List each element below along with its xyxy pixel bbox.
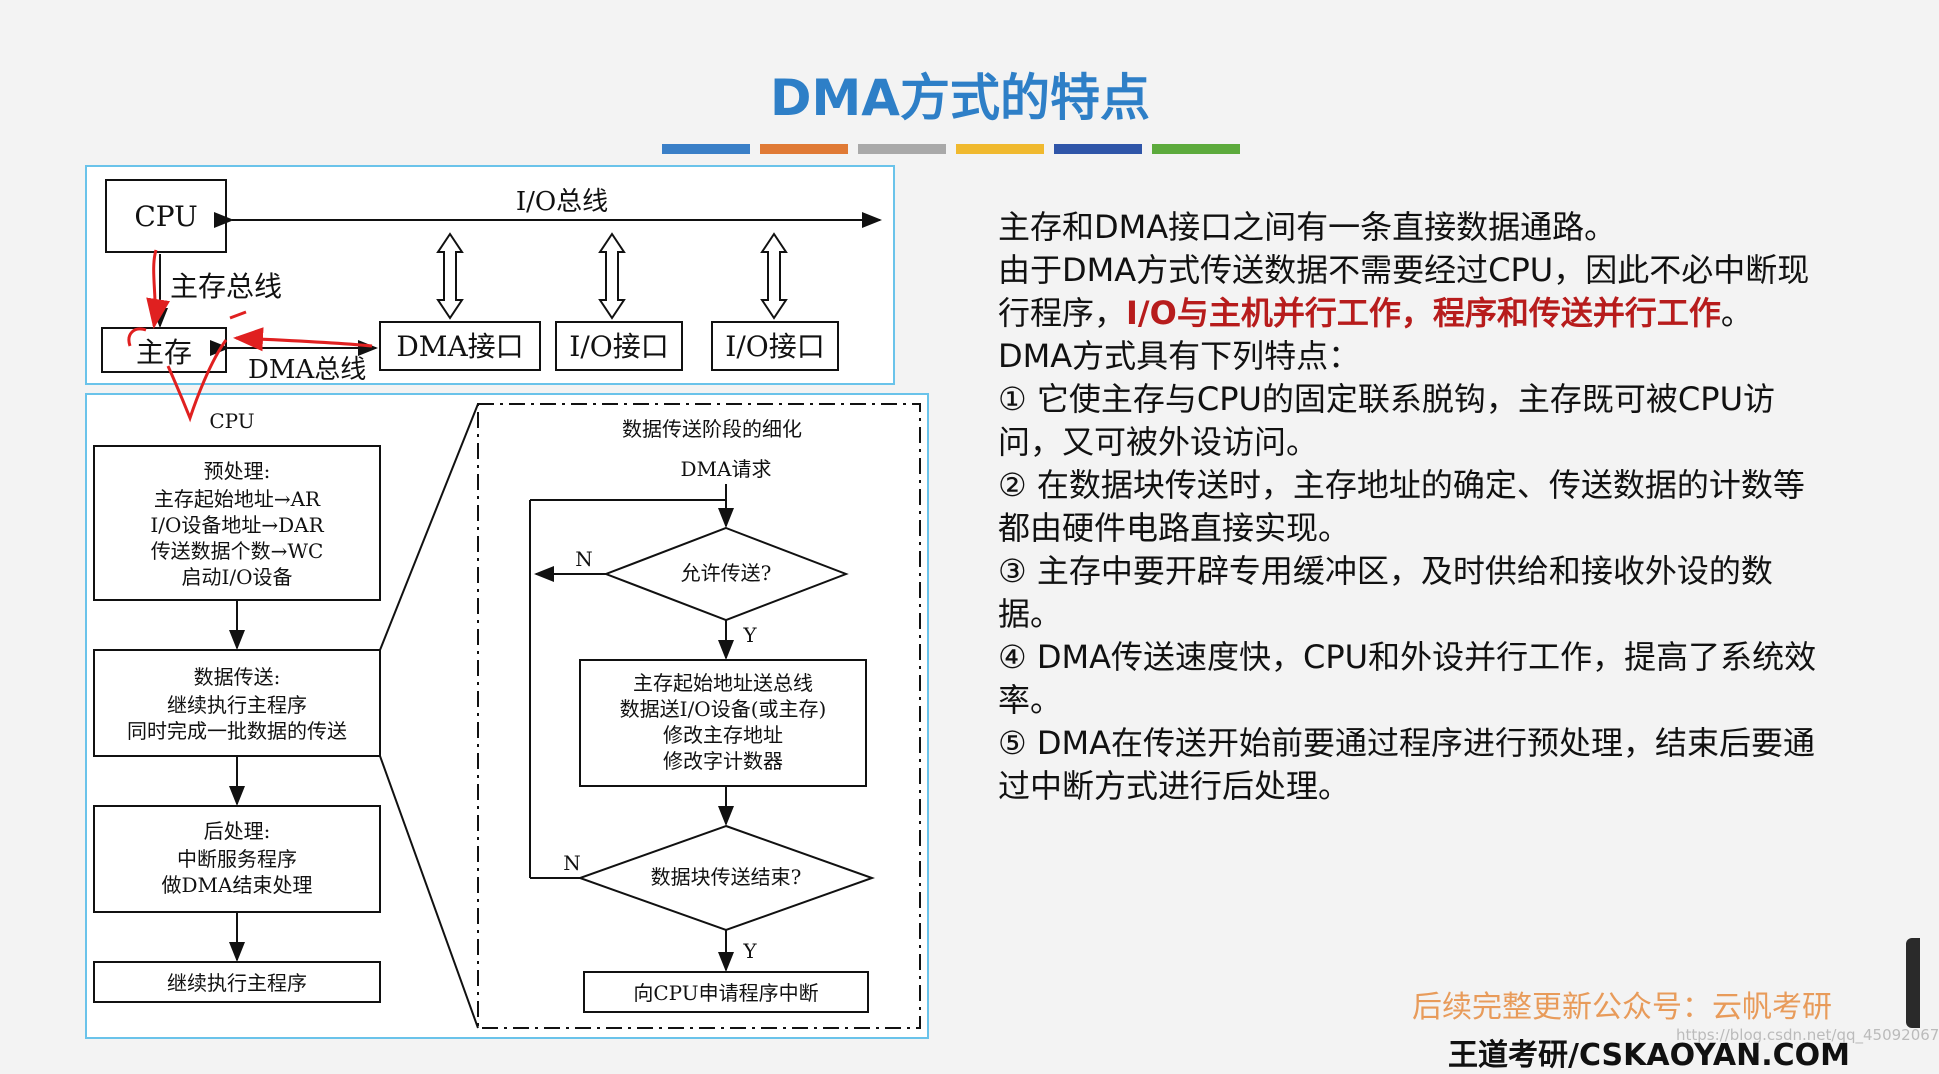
cpu-box <box>105 179 227 253</box>
preprocess-title: 预处理: <box>204 459 271 483</box>
bus-connectors <box>436 232 788 320</box>
feature-item: ① 它使主存与CPU的固定联系脱钩，主存既可被CPU访问，又可被外设访问。 <box>998 380 1775 461</box>
highlight-text: I/O与主机并行工作，程序和传送并行工作 <box>1126 294 1721 332</box>
feature-item: ⑤ DMA在传送开始前要通过程序进行预处理，结束后要通过中断方式进行后处理。 <box>998 724 1816 805</box>
io-interface-label: I/O接口 <box>725 330 824 363</box>
preprocess-line: I/O设备地址→DAR <box>150 513 324 537</box>
footer-promo: 后续完整更新公众号：云帆考研 <box>1412 990 1832 1025</box>
feature-item: ④ DMA传送速度快，CPU和外设并行工作，提高了系统效率。 <box>998 638 1817 719</box>
color-bar <box>858 144 946 154</box>
memory-label: 主存 <box>136 336 192 369</box>
cpu-label: CPU <box>134 200 197 233</box>
transfer-title: 数据传送: <box>194 665 281 689</box>
dma-request-label: DMA请求 <box>681 457 772 481</box>
preprocess-line: 传送数据个数→WC <box>151 539 324 563</box>
step-line: 主存起始地址送总线 <box>633 671 813 695</box>
expand-line <box>379 403 479 651</box>
preprocess-line: 启动I/O设备 <box>181 565 292 589</box>
color-bar <box>760 144 848 154</box>
color-bar <box>662 144 750 154</box>
transfer-line: 同时完成一批数据的传送 <box>127 719 347 743</box>
block-end-label: 数据块传送结束? <box>651 865 802 889</box>
allow-label: 允许传送? <box>681 561 772 585</box>
postprocess-box <box>93 805 381 913</box>
red-annotation <box>127 249 373 423</box>
io-bus-label: I/O总线 <box>516 187 608 217</box>
paragraph: DMA方式具有下列特点： <box>998 337 1361 375</box>
io-interface-box <box>711 321 839 371</box>
detail-frame <box>477 403 921 1029</box>
color-bars <box>662 144 1240 154</box>
continue-box <box>93 961 381 1003</box>
interrupt-box <box>583 971 869 1013</box>
main-bus-label: 主存总线 <box>170 270 282 303</box>
step-line: 修改主存地址 <box>663 723 783 747</box>
paragraph: 由于DMA方式传送数据不需要经过CPU，因此不必中断现行程序，I/O与主机并行工… <box>998 249 1828 335</box>
dma-interface-label: DMA接口 <box>396 330 523 363</box>
dma-bus-label: DMA总线 <box>248 355 366 385</box>
step-line: 修改字计数器 <box>663 749 783 773</box>
transfer-line: 继续执行主程序 <box>167 693 307 717</box>
color-bar <box>1054 144 1142 154</box>
continue-label: 继续执行主程序 <box>167 971 307 995</box>
expand-line <box>379 755 479 1029</box>
slide-title: DMA方式的特点 <box>770 69 1150 127</box>
postprocess-title: 后处理: <box>204 819 271 843</box>
dma-diagram: CPU I/O总线 主存总线 主存 DMA总线 DMA接口 I/O接口 I/O接… <box>85 165 929 1039</box>
flow-cpu-label: CPU <box>209 409 254 433</box>
detail-title: 数据传送阶段的细化 <box>622 417 802 441</box>
text-span: 。 <box>1720 294 1753 332</box>
yes-label: Y <box>742 623 757 647</box>
color-bar <box>956 144 1044 154</box>
no-label: N <box>563 851 581 875</box>
yes-label: Y <box>742 939 757 963</box>
transfer-steps-box <box>579 659 867 787</box>
watermark: https://blog.csdn.net/qq_45092067 <box>1676 1026 1939 1044</box>
footer-site: 王道考研/CSKAOYAN.COM <box>1448 1038 1850 1073</box>
postprocess-line: 做DMA结束处理 <box>162 873 313 897</box>
color-bar <box>1152 144 1240 154</box>
step-line: 数据送I/O设备(或主存) <box>620 697 827 721</box>
preprocess-line: 主存起始地址→AR <box>154 487 321 511</box>
preprocess-box <box>93 445 381 601</box>
io-interface-label: I/O接口 <box>569 330 668 363</box>
paragraph: 主存和DMA接口之间有一条直接数据通路。 <box>998 208 1617 246</box>
window-edge <box>1906 938 1920 1028</box>
no-label: N <box>575 547 593 571</box>
io-interface-box <box>555 321 683 371</box>
text-span: 由于DMA方式传送数据不需要经过CPU，因此不必中断现行程序， <box>998 251 1810 332</box>
dma-interface-box <box>379 321 541 371</box>
interrupt-label: 向CPU申请程序中断 <box>633 981 818 1005</box>
feature-item: ③ 主存中要开辟专用缓冲区，及时供给和接收外设的数据。 <box>998 552 1773 633</box>
feature-item: ② 在数据块传送时，主存地址的确定、传送数据的计数等都由硬件电路直接实现。 <box>998 466 1805 547</box>
feature-text: 主存和DMA接口之间有一条直接数据通路。 由于DMA方式传送数据不需要经过CPU… <box>998 206 1828 808</box>
transfer-box <box>93 649 381 757</box>
postprocess-line: 中断服务程序 <box>177 847 297 871</box>
